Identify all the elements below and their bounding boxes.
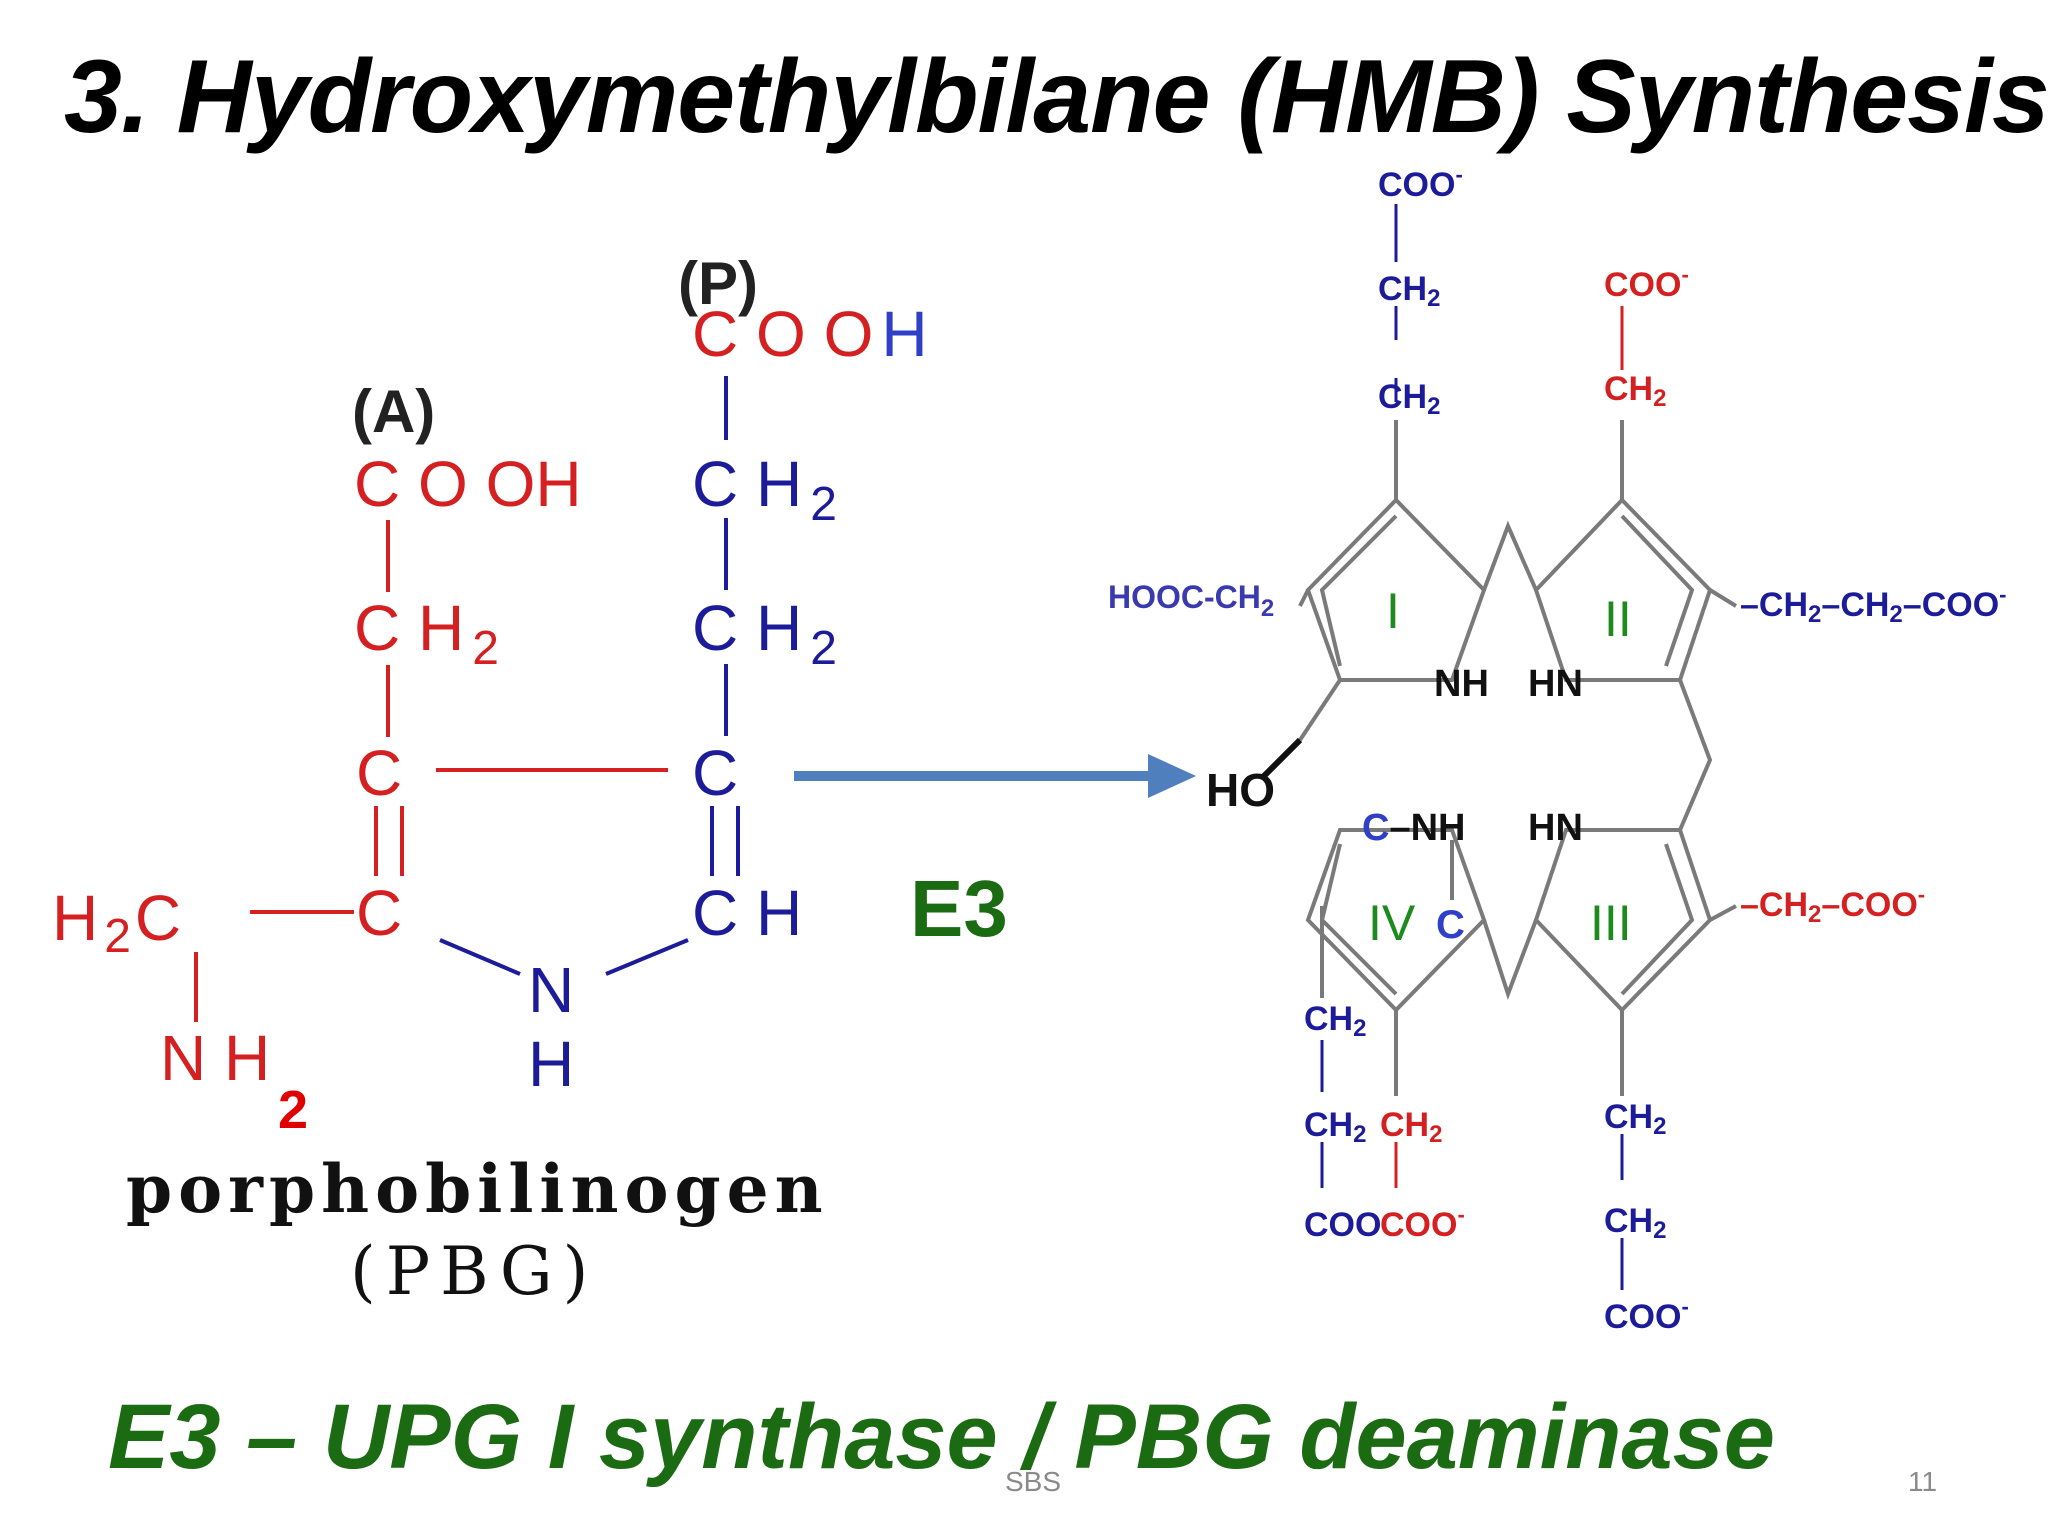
ring-II-label: II <box>1604 591 1632 647</box>
ring-III-coo: COO- <box>1604 1294 1689 1336</box>
pbg-ring-nh-h: H <box>528 1028 574 1100</box>
ring-IV-acetate: CH2 COO- <box>1380 1106 1465 1244</box>
ring-III-hn: HN <box>1528 807 1583 849</box>
ring-IV-c-nh: C–NH <box>1362 807 1465 849</box>
ring-IV-label: IV <box>1368 895 1416 951</box>
slide-title: 3. Hydroxymethylbilane (HMB) Synthesis <box>64 39 2048 155</box>
ring-I-label: I <box>1386 583 1400 639</box>
ring-III-label: III <box>1590 895 1632 951</box>
ring-IV-ch2-lower: CH2 <box>1304 1106 1366 1148</box>
ring-II-hn: HN <box>1528 663 1583 705</box>
ring-III-ch2-lower: CH2 <box>1604 1202 1666 1244</box>
label-propionate: (P) <box>678 250 758 317</box>
ring-IV-ch2-upper: CH2 <box>1304 1000 1366 1042</box>
pbg-abbreviation: (PBG) <box>350 1233 598 1310</box>
ring-I-hooc-ch2: HOOC-CH2 <box>1108 579 1274 622</box>
ring-III-acetate: –CH2–COO- <box>1740 882 1925 928</box>
hmb-hydroxyl: HO <box>1206 764 1275 816</box>
enzyme-label: E3 <box>910 864 1008 953</box>
enzyme-caption: E3 – UPG I synthase / PBG deaminase <box>108 1386 1775 1488</box>
pbg-acetate-cooh: C O OH <box>354 448 582 520</box>
hmb-structure: I II III IV NH HN HN C–NH C HO HOOC-CH2 … <box>1108 162 2006 1336</box>
ring-IV-propionate: CH2 CH2 COO <box>1304 1000 1381 1244</box>
ring-II-acetate: CH2 COO- <box>1604 262 1689 412</box>
footer-author: SBS <box>1005 1466 1062 1497</box>
ring-IV-coo-red: COO- <box>1380 1202 1465 1244</box>
ring-II-ch2: CH2 <box>1604 370 1666 412</box>
label-acetate: (A) <box>352 378 435 445</box>
ring-III-ch2-upper: CH2 <box>1604 1098 1666 1140</box>
page-number: 11 <box>1908 1466 1938 1497</box>
ring-IV-ch2-red: CH2 <box>1380 1106 1442 1148</box>
ring-IV-inner-c: C <box>1436 903 1465 947</box>
ring-II-coo: COO- <box>1604 262 1689 304</box>
ring-I-ch2-lower: CH2 <box>1378 378 1440 420</box>
pbg-name: porphobilinogen <box>126 1150 829 1228</box>
ring-III-propionate: CH2 CH2 COO- <box>1604 1098 1689 1336</box>
pbg-ring-c-left: C <box>356 877 402 949</box>
ring-II-propionate: –CH2–CH2–COO- <box>1740 582 2006 628</box>
pbg-nh2: N H <box>160 1022 270 1094</box>
pbg-ring-ch: C H <box>692 877 802 949</box>
pbg-acetate-c: C <box>356 737 402 809</box>
ring-I-propionate: CH2 CH2 COO- <box>1378 162 1463 420</box>
reaction-arrow <box>794 754 1196 798</box>
ring-IV-coo-blue: COO <box>1304 1206 1381 1244</box>
pbg-propionate-c: C <box>692 737 738 809</box>
ring-I-coo: COO- <box>1378 162 1463 204</box>
ring-I-ch2-upper: CH2 <box>1378 270 1440 312</box>
ring-I-nh: NH <box>1434 663 1489 705</box>
pbg-nh2-subscript: 2 <box>278 1080 308 1140</box>
pbg-ring-n: N <box>528 954 574 1026</box>
